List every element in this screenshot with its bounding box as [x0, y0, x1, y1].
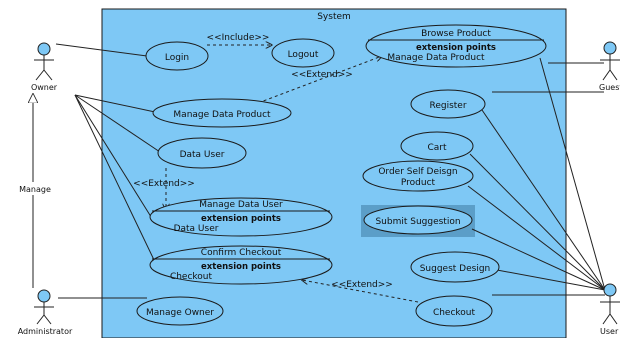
- user-submit-suggestion-line: [471, 228, 606, 291]
- extend-checkout-arrow: [302, 280, 419, 303]
- manage-data-user-label: Manage Data User: [199, 200, 283, 210]
- manage-data-user-ext-point: Data User: [174, 224, 219, 234]
- suggest-design-label: Suggest Design: [420, 264, 491, 274]
- usecase-manage-data-user[interactable]: [149, 197, 333, 237]
- extend-user-stereotype: <<Extend>>: [133, 179, 195, 189]
- compartment-lines: [152, 39, 544, 260]
- guest-head-icon: [603, 41, 617, 55]
- manage-owner-label: Manage Owner: [146, 308, 214, 318]
- extend-checkout-stereotype: <<Extend>>: [331, 280, 393, 290]
- browse-product-label: Browse Product: [421, 29, 491, 39]
- owner-confirm-checkout-line: [74, 94, 156, 263]
- user-register-line: [481, 109, 606, 291]
- owner-manage-data-product-line: [74, 94, 156, 113]
- owner-head-icon: [37, 42, 51, 56]
- checkout-label: Checkout: [433, 308, 476, 318]
- user-head-icon: [603, 283, 617, 297]
- usecase-manage-owner[interactable]: [136, 296, 224, 326]
- login-label: Login: [165, 53, 189, 63]
- user-browse-product-line: [539, 57, 606, 291]
- actor-user[interactable]: [600, 283, 620, 325]
- manage-generalization-label: Manage: [19, 185, 51, 194]
- administrator-head-icon: [37, 289, 51, 303]
- usecase-suggest-design[interactable]: [410, 251, 500, 283]
- order-self-design-label-2: Product: [401, 178, 436, 188]
- confirm-checkout-ext-heading: extension points: [201, 262, 281, 272]
- logout-label: Logout: [288, 50, 319, 60]
- owner-data-user-line: [74, 94, 161, 153]
- confirm-checkout-label: Confirm Checkout: [201, 248, 282, 258]
- extend-product-stereotype: <<Extend>>: [291, 70, 353, 80]
- include-stereotype: <<Include>>: [207, 33, 270, 43]
- usecase-logout[interactable]: [271, 38, 335, 68]
- user-order-self-design-line: [467, 185, 606, 291]
- usecase-checkout[interactable]: [415, 295, 493, 327]
- confirm-checkout-ext-point: Checkout: [170, 272, 213, 282]
- user-suggest-design-line: [496, 269, 606, 291]
- system-title: System: [317, 12, 351, 22]
- actor-administrator[interactable]: [34, 289, 54, 325]
- user-label: User: [600, 327, 619, 336]
- usecase-data-user[interactable]: [157, 137, 247, 169]
- data-user-label: Data User: [180, 150, 225, 160]
- user-cart-line: [469, 153, 606, 291]
- usecase-submit-suggestion[interactable]: [363, 205, 473, 235]
- manage-label-bg: [14, 182, 54, 195]
- usecase-cart[interactable]: [400, 131, 474, 161]
- register-label: Register: [429, 101, 466, 111]
- owner-label: Owner: [31, 83, 58, 92]
- associations: [33, 43, 606, 299]
- usecase-manage-data-product[interactable]: [152, 98, 292, 128]
- usecase-login[interactable]: [145, 41, 209, 71]
- guest-label: Guest: [599, 83, 620, 92]
- order-self-design-label-1: Order Self Deisgn: [378, 167, 457, 177]
- submit-suggestion-label: Submit Suggestion: [375, 217, 460, 227]
- usecase-confirm-checkout[interactable]: [149, 245, 333, 285]
- actor-guest[interactable]: [600, 41, 620, 81]
- administrator-label: Administrator: [18, 327, 73, 336]
- usecase-order-self-design[interactable]: [362, 160, 474, 192]
- manage-data-user-ext-heading: extension points: [201, 214, 281, 224]
- actor-owner[interactable]: [34, 42, 54, 81]
- owner-login-line: [55, 43, 148, 57]
- extend-product-arrow: [257, 56, 382, 104]
- dependencies: [166, 45, 419, 303]
- usecase-browse-product[interactable]: [365, 24, 547, 68]
- browse-product-ext-point: Manage Data Product: [387, 53, 485, 63]
- manage-data-product-label: Manage Data Product: [173, 110, 271, 120]
- usecase-register[interactable]: [410, 89, 486, 119]
- owner-manage-data-user-line: [74, 94, 154, 221]
- browse-product-ext-heading: extension points: [416, 43, 496, 53]
- cart-label: Cart: [427, 143, 446, 153]
